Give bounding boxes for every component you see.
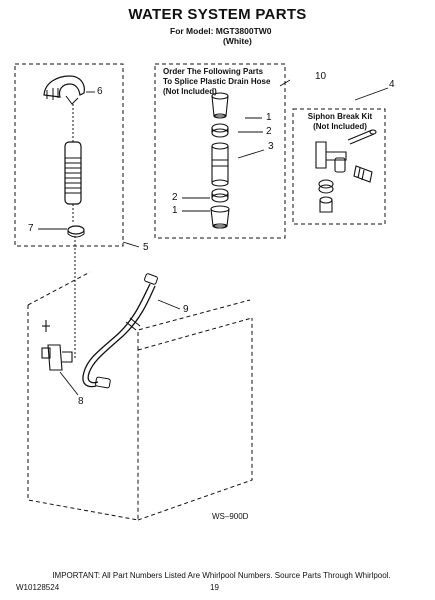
fill-hose-part [82,273,158,389]
callout-1: 1 [266,112,272,123]
color-line: (White) [223,36,252,46]
inlet-valve-part [41,320,73,371]
siphon-kit-box [292,108,386,225]
siphon-box-line: (Not Included) [313,122,367,131]
splice-box-line: (Not Included) [163,87,217,96]
splice-box-line: To Splice Plastic Drain Hose [163,77,271,86]
washer-cabinet [27,271,253,521]
hose-clip-part [43,75,85,98]
splice-parts-box [154,63,286,239]
diagram-title: WATER SYSTEM PARTS [128,6,307,23]
callout-8: 8 [78,396,84,407]
page-number: 19 [210,583,219,592]
clamp-ring-part [67,225,85,235]
diagram-code: WS–900D [212,512,249,521]
callout-2-lower: 2 [172,192,178,203]
leader-lines [38,79,389,396]
callout-5: 5 [143,242,149,253]
callout-6: 6 [97,86,103,97]
callout-9: 9 [183,304,189,315]
callout-4: 4 [389,79,395,90]
splice-parts [210,92,230,229]
splice-box-header: Order The Following Parts To Splice Plas… [163,67,270,97]
ribbed-sleeve-part [64,141,82,205]
siphon-kit-parts [315,129,377,213]
callout-7: 7 [28,223,34,234]
callout-2: 2 [266,126,272,137]
siphon-box-line: Siphon Break Kit [307,112,373,121]
model-line: For Model: MGT3800TW0 [170,26,272,36]
footer-note: IMPORTANT: All Part Numbers Listed Are W… [52,571,391,580]
callout-10: 10 [315,71,327,82]
footer-part-number: W10128524 [16,583,60,592]
callout-1-lower: 1 [172,205,178,216]
siphon-box-header: Siphon Break Kit (Not Included) [306,112,374,132]
inlet-hose-group-box [14,63,124,247]
callout-3: 3 [268,141,274,152]
splice-box-line: Order The Following Parts [163,67,264,76]
